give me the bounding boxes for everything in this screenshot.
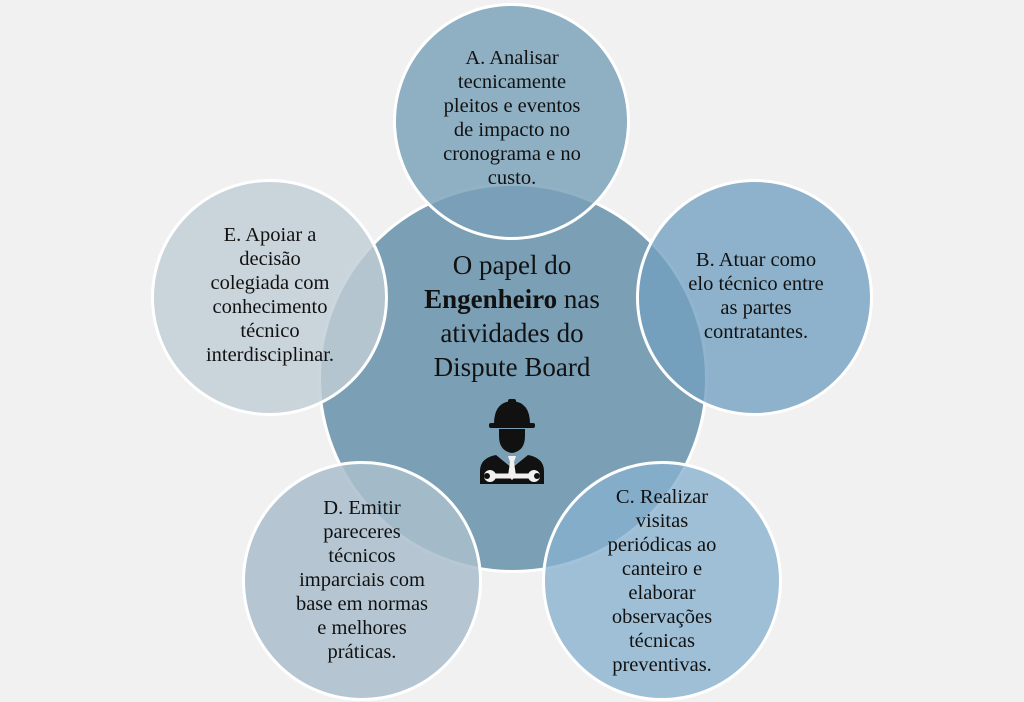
node-d-circle [242, 461, 482, 701]
node-a-label: A. Analisar tecnicamente pleitos e event… [443, 46, 581, 190]
node-c-line: periódicas ao [607, 534, 717, 556]
node-e-line: interdisciplinar. [205, 344, 335, 366]
node-a-line: tecnicamente [457, 71, 567, 93]
node-b-line: as partes [720, 297, 792, 319]
node-d-line: pareceres [323, 521, 401, 543]
node-d-line: técnicos [328, 545, 396, 567]
node-b-label: B. Atuar como elo técnico entre as parte… [688, 248, 823, 344]
node-c-line: C. Realizar [615, 486, 709, 508]
node-d-line: e melhores [317, 617, 407, 639]
node-e-line: colegiada com [210, 272, 330, 294]
node-a-line: cronograma e no [443, 143, 581, 165]
center-line-2-rest: nas [557, 284, 600, 314]
node-d-line: imparciais com [299, 569, 425, 591]
center-line-4: Dispute Board [433, 352, 591, 382]
node-c-line: técnicas [628, 630, 695, 652]
node-b-line: contratantes. [703, 321, 809, 343]
node-c-line: canteiro e [621, 558, 703, 580]
node-a-line: A. Analisar [465, 47, 559, 69]
node-e-label: E. Apoiar a decisão colegiada com conhec… [206, 223, 334, 367]
node-c-line: elaborar [628, 582, 696, 604]
node-a-line: de impacto no [453, 119, 571, 141]
node-b-circle [636, 179, 873, 416]
node-d-line: base em normas [295, 593, 429, 615]
node-b-line: elo técnico entre [688, 273, 824, 295]
node-d-line: práticas. [327, 641, 397, 663]
node-c-line: visitas [635, 510, 689, 532]
node-a-circle [393, 3, 630, 240]
center-line-3: atividades do [440, 318, 584, 348]
node-c-circle [542, 461, 782, 701]
center-engineer-word: Engenheiro [424, 284, 558, 314]
node-e-circle [151, 179, 388, 416]
node-e-line: conhecimento [212, 296, 328, 318]
node-e-line: decisão [239, 248, 301, 270]
node-a-line: pleitos e eventos [443, 95, 581, 117]
node-e-line: técnico [240, 320, 300, 342]
center-label: O papel do Engenheiro nas atividades do … [424, 248, 600, 384]
center-line-1: O papel do [452, 250, 572, 280]
node-b-line: B. Atuar como [695, 249, 817, 271]
node-a-line: custo. [487, 167, 537, 189]
node-e-line: E. Apoiar a [223, 224, 317, 246]
node-c-line: observações [611, 606, 713, 628]
engineer-with-hardhat-and-wrench-icon [480, 399, 544, 484]
node-d-line: D. Emitir [323, 497, 401, 519]
node-d-label: D. Emitir pareceres técnicos imparciais … [296, 496, 428, 664]
node-c-line: preventivas. [612, 654, 712, 676]
center-line-2: Engenheiro nas [424, 282, 600, 316]
node-c-label: C. Realizar visitas periódicas ao cantei… [608, 485, 717, 677]
